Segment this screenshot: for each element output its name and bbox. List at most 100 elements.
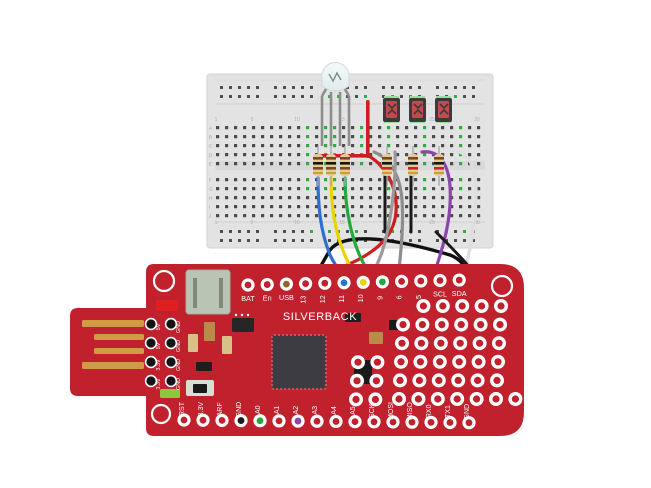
breadboard-rail-hole[interactable]: [400, 95, 403, 98]
breadboard-hole[interactable]: [369, 205, 373, 209]
pushbutton-3[interactable]: [435, 96, 452, 123]
breadboard-rail-hole[interactable]: [355, 230, 358, 233]
breadboard-hole[interactable]: [459, 126, 463, 130]
header-pin-hole-GND[interactable]: [237, 417, 245, 424]
resistor-blue-channel[interactable]: [313, 146, 323, 186]
breadboard-rail-hole[interactable]: [256, 230, 259, 233]
breadboard-hole[interactable]: [297, 187, 301, 191]
breadboard-rail-hole[interactable]: [472, 86, 475, 89]
breadboard-hole[interactable]: [315, 214, 319, 218]
proto-pad-hole[interactable]: [477, 321, 485, 329]
breadboard-hole[interactable]: [288, 135, 292, 139]
breadboard-hole[interactable]: [423, 135, 427, 139]
breadboard-hole[interactable]: [423, 214, 427, 218]
breadboard-hole[interactable]: [423, 178, 427, 182]
breadboard-hole[interactable]: [243, 205, 247, 209]
proto-pad-hole[interactable]: [399, 321, 407, 329]
breadboard-hole[interactable]: [477, 205, 481, 209]
breadboard-hole[interactable]: [459, 187, 463, 191]
breadboard-hole[interactable]: [216, 178, 220, 182]
breadboard-hole[interactable]: [468, 144, 472, 148]
breadboard-rail-hole[interactable]: [301, 239, 304, 242]
pushbutton-layer[interactable]: [383, 96, 452, 123]
proto-pad-hole[interactable]: [414, 395, 422, 403]
breadboard-rail-hole[interactable]: [220, 95, 223, 98]
reset-button[interactable]: [156, 300, 178, 311]
proto-pad-hole[interactable]: [417, 339, 425, 347]
breadboard-hole[interactable]: [333, 187, 337, 191]
breadboard-hole[interactable]: [468, 205, 472, 209]
breadboard-hole[interactable]: [405, 126, 409, 130]
breadboard-rail-hole[interactable]: [418, 230, 421, 233]
breadboard-rail-hole[interactable]: [256, 86, 259, 89]
breadboard-hole[interactable]: [423, 187, 427, 191]
proto-pad-hole[interactable]: [354, 358, 362, 366]
header-pin-hole-GND[interactable]: [465, 419, 473, 427]
breadboard-hole[interactable]: [243, 144, 247, 148]
breadboard-hole[interactable]: [369, 196, 373, 200]
breadboard-hole[interactable]: [351, 126, 355, 130]
breadboard-rail-hole[interactable]: [220, 86, 223, 89]
breadboard-rail-hole[interactable]: [238, 239, 241, 242]
breadboard-rail-hole[interactable]: [220, 230, 223, 233]
breadboard-rail-hole[interactable]: [247, 230, 250, 233]
breadboard-hole[interactable]: [477, 144, 481, 148]
breadboard-rail-hole[interactable]: [256, 239, 259, 242]
header-pin-hole-En[interactable]: [263, 281, 271, 288]
breadboard-hole[interactable]: [459, 205, 463, 209]
breadboard-hole[interactable]: [468, 178, 472, 182]
proto-pad-hole[interactable]: [438, 321, 446, 329]
proto-pad-hole[interactable]: [497, 302, 505, 310]
breadboard-hole[interactable]: [396, 135, 400, 139]
breadboard-hole[interactable]: [297, 135, 301, 139]
breadboard-hole[interactable]: [450, 144, 454, 148]
header-pin-hole-9[interactable]: [379, 278, 386, 286]
breadboard-hole[interactable]: [405, 162, 409, 166]
breadboard-rail-hole[interactable]: [364, 95, 367, 98]
breadboard-rail-hole[interactable]: [445, 86, 448, 89]
breadboard-hole[interactable]: [261, 196, 265, 200]
breadboard-hole[interactable]: [225, 144, 229, 148]
breadboard-hole[interactable]: [405, 205, 409, 209]
breadboard-hole[interactable]: [288, 126, 292, 130]
proto-pad-hole[interactable]: [437, 339, 445, 347]
breadboard-hole[interactable]: [261, 153, 265, 157]
proto-pad-hole[interactable]: [496, 321, 504, 329]
breadboard-rail-hole[interactable]: [346, 230, 349, 233]
breadboard-hole[interactable]: [360, 214, 364, 218]
breadboard-hole[interactable]: [387, 205, 391, 209]
breadboard-hole[interactable]: [405, 196, 409, 200]
breadboard-hole[interactable]: [459, 135, 463, 139]
breadboard-hole[interactable]: [216, 144, 220, 148]
breadboard-hole[interactable]: [243, 187, 247, 191]
breadboard-hole[interactable]: [369, 135, 373, 139]
breadboard-hole[interactable]: [351, 178, 355, 182]
breadboard-rail-hole[interactable]: [301, 230, 304, 233]
breadboard-hole[interactable]: [360, 178, 364, 182]
breadboard-rail-hole[interactable]: [247, 86, 250, 89]
header-pin-hole-SCL[interactable]: [436, 277, 444, 284]
resistor-button-3[interactable]: [434, 146, 444, 186]
breadboard-hole[interactable]: [459, 214, 463, 218]
breadboard-hole[interactable]: [297, 126, 301, 130]
breadboard-rail-hole[interactable]: [247, 239, 250, 242]
breadboard-rail-hole[interactable]: [454, 95, 457, 98]
breadboard-hole[interactable]: [441, 135, 445, 139]
breadboard-hole[interactable]: [468, 153, 472, 157]
breadboard-rail-hole[interactable]: [274, 239, 277, 242]
breadboard-hole[interactable]: [279, 126, 283, 130]
breadboard-hole[interactable]: [261, 162, 265, 166]
header-pin-hole-SCK[interactable]: [370, 418, 378, 426]
proto-pad-hole[interactable]: [493, 376, 501, 384]
proto-pad-hole[interactable]: [436, 358, 444, 366]
breadboard-hole[interactable]: [432, 126, 436, 130]
prototyping-grid[interactable]: [349, 299, 523, 407]
proto-pad-hole[interactable]: [453, 395, 461, 403]
breadboard-rail-hole[interactable]: [283, 230, 286, 233]
breadboard-hole[interactable]: [216, 162, 220, 166]
breadboard-hole[interactable]: [360, 162, 364, 166]
proto-pad-hole[interactable]: [475, 358, 483, 366]
breadboard-rail-hole[interactable]: [463, 95, 466, 98]
